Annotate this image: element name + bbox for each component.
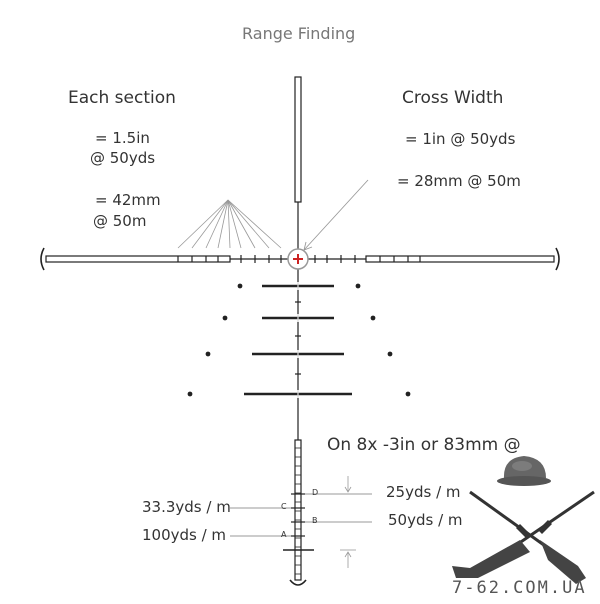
cross-width-arrowhead <box>303 241 313 251</box>
section-pointer-line <box>177 199 229 249</box>
section-pointer-line <box>191 199 229 249</box>
windage-dot <box>355 283 361 289</box>
windage-dot <box>405 391 411 397</box>
section-pointer-line <box>227 199 231 249</box>
left-thick-post <box>45 255 231 263</box>
section-pointer-line <box>227 199 282 249</box>
left-end-cap <box>40 247 45 271</box>
right-lower-range: 50yds / m <box>388 511 463 529</box>
windage-dot <box>205 351 211 357</box>
each-section-line-2: @ 50yds <box>90 149 156 167</box>
windage-dot <box>237 283 243 289</box>
section-pointer-line <box>227 199 242 249</box>
left-lower-range: 100yds / m <box>142 526 227 544</box>
section-pointer-line <box>205 199 229 249</box>
section-pointer-line <box>217 199 229 249</box>
measure-arrowhead-top <box>344 486 352 493</box>
top-thick-post <box>294 76 302 203</box>
measure-arrowhead-bottom <box>344 551 352 558</box>
windage-dot <box>222 315 228 321</box>
cross-width-line-1: = 1in @ 50yds <box>405 130 516 148</box>
windage-dot <box>187 391 193 397</box>
bowler-hat-icon <box>497 456 551 486</box>
page-title: Range Finding <box>242 24 356 43</box>
mark-d: D <box>312 488 319 497</box>
each-section-line-4: @ 50m <box>93 212 147 230</box>
each-section-line-1: = 1.5in <box>95 129 150 147</box>
bottom-end-cap <box>289 579 307 586</box>
left-upper-range: 33.3yds / m <box>142 498 231 516</box>
right-end-cap <box>555 247 560 271</box>
bottom-thick-post <box>294 439 302 581</box>
section-pointer-line <box>227 199 270 249</box>
crossed-rifles-icon <box>452 490 595 584</box>
windage-dot <box>387 351 393 357</box>
section-pointer-line <box>227 199 256 249</box>
watermark: 7-62.COM.UA <box>452 578 587 598</box>
mark-c: C <box>281 502 287 511</box>
magnification-caption: On 8x -3in or 83mm @ <box>327 435 521 455</box>
windage-dot <box>370 315 376 321</box>
each-section-heading: Each section <box>68 88 176 108</box>
cross-width-line-2: = 28mm @ 50m <box>397 172 521 190</box>
each-section-line-3: = 42mm <box>95 191 161 209</box>
mark-a: A <box>281 530 287 539</box>
right-upper-range: 25yds / m <box>386 483 461 501</box>
cross-width-heading: Cross Width <box>402 88 504 108</box>
mark-b: B <box>312 516 318 525</box>
cross-width-pointer <box>303 179 369 251</box>
